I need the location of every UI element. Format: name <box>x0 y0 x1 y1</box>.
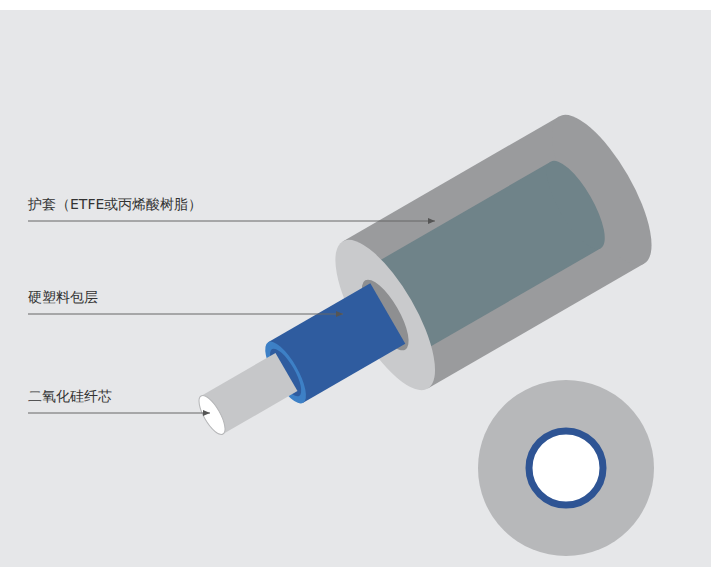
leader-line <box>28 221 435 222</box>
leader-line <box>28 314 343 315</box>
part-label: 二氧化硅纤芯 <box>28 387 112 405</box>
part-label: 硬塑料包层 <box>28 288 98 306</box>
leader-line <box>28 413 210 414</box>
cross-section <box>478 380 654 556</box>
part-label: 护套（ETFE或丙烯酸树脂） <box>28 195 202 213</box>
top-band <box>0 0 711 10</box>
